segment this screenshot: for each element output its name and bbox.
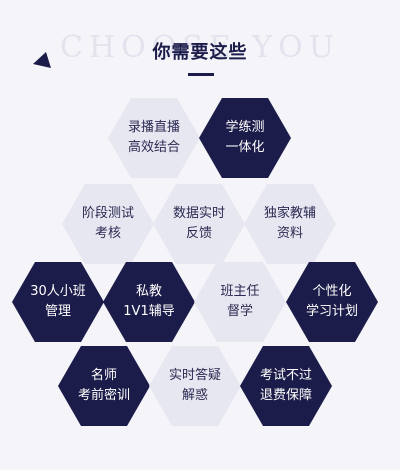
hex-personalized-plan: 个性化 学习计划 — [286, 262, 378, 342]
hex-label-line1: 考试不过 — [259, 368, 312, 383]
hex-label-line2: 反馈 — [185, 226, 212, 241]
hex-realtime-qa: 实时答疑 解惑 — [149, 346, 241, 426]
title-underline — [188, 73, 214, 76]
hex-label-line1: 名师 — [90, 368, 117, 383]
hex-label-line2: 督学 — [226, 304, 253, 319]
hex-stage-testing: 阶段测试 考核 — [62, 184, 154, 264]
hex-label-line2: 1V1辅导 — [123, 304, 175, 319]
watermark-text: CHOOSE YOU — [60, 30, 340, 65]
hex-label-line2: 高效结合 — [127, 140, 180, 155]
hex-label-line2: 一体化 — [225, 140, 265, 155]
triangle-icon — [33, 52, 51, 68]
page-title: 你需要这些 — [152, 42, 248, 63]
hex-famous-teacher: 名师 考前密训 — [58, 346, 150, 426]
hex-realtime-data: 数据实时 反馈 — [153, 184, 245, 264]
hex-learn-practice-test: 学练测 一体化 — [199, 98, 291, 178]
hex-label-line1: 独家教辅 — [263, 206, 316, 221]
hex-label-line1: 学练测 — [225, 120, 265, 135]
hex-label-line2: 资料 — [276, 226, 303, 241]
hex-label-line2: 退费保障 — [259, 388, 312, 403]
hex-private-tutoring: 私教 1V1辅导 — [103, 262, 195, 342]
hex-label-line1: 个性化 — [312, 284, 352, 299]
hex-label-line2: 学习计划 — [305, 304, 358, 319]
hex-label-line2: 管理 — [44, 304, 71, 319]
hex-label-line1: 录播直播 — [127, 120, 180, 135]
hex-exclusive-materials: 独家教辅 资料 — [244, 184, 336, 264]
hex-label-line2: 解惑 — [181, 388, 208, 403]
hex-label-line1: 私教 — [135, 284, 162, 299]
hex-label-line1: 班主任 — [220, 284, 260, 299]
hex-label-line1: 实时答疑 — [168, 368, 221, 383]
hex-small-class: 30人小班 管理 — [12, 262, 104, 342]
hex-label-line1: 阶段测试 — [81, 206, 134, 221]
hex-label-line2: 考核 — [94, 226, 121, 241]
hex-class-supervisor: 班主任 督学 — [194, 262, 286, 342]
hex-refund-guarantee: 考试不过 退费保障 — [240, 346, 332, 426]
hex-label-line2: 考前密训 — [77, 388, 130, 403]
hex-label-line1: 30人小班 — [30, 284, 86, 299]
hex-recorded-live: 录播直播 高效结合 — [108, 98, 200, 178]
hex-label-line1: 数据实时 — [172, 206, 225, 221]
